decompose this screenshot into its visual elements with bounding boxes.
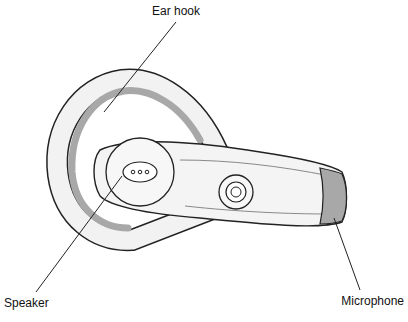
button <box>226 182 246 202</box>
speaker-hole <box>145 170 149 174</box>
part-label: Microphone <box>341 294 404 308</box>
part-label: Ear hook <box>152 4 200 18</box>
speaker-grille <box>123 162 157 182</box>
button-center <box>231 187 241 197</box>
leader-line <box>104 22 176 112</box>
part-label: Speaker <box>4 296 49 310</box>
leader-line <box>334 218 360 290</box>
body-contour <box>185 206 330 214</box>
speaker-hole <box>131 170 135 174</box>
button-ring <box>219 175 253 209</box>
microphone-band <box>320 168 347 224</box>
speaker-disk <box>106 138 174 206</box>
speaker-hole <box>138 170 142 174</box>
leader-line <box>36 176 122 292</box>
body-contour <box>180 160 330 176</box>
